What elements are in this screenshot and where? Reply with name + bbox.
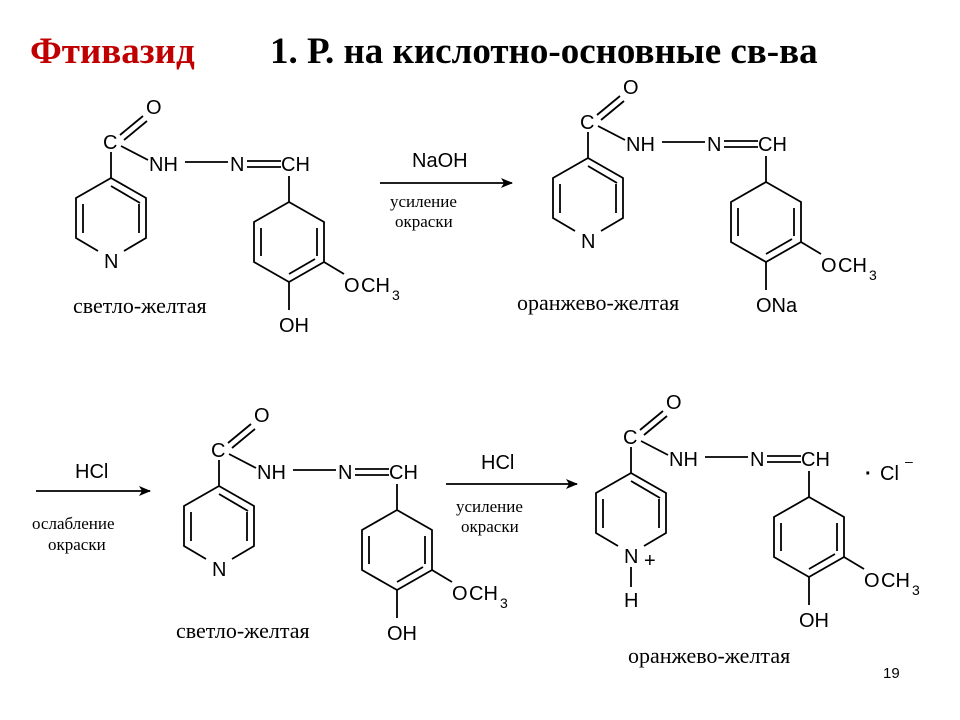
methoxy-o: O (452, 583, 468, 605)
methoxy-sub: 3 (392, 287, 400, 303)
chloride-ion: · Cl – (865, 453, 913, 485)
structure-2-caption: оранжево-желтая (517, 290, 679, 315)
carbonyl-c: C (580, 112, 594, 134)
imine-n: N (230, 154, 244, 176)
amide-nh: NH (257, 462, 286, 484)
carbonyl-c: C (211, 440, 225, 462)
methoxy-ch: CH (838, 255, 867, 277)
structure-3: N C O NH N CH O CH 3 OH светло-желтая (176, 405, 508, 645)
note-1-line2: окраски (395, 212, 453, 231)
pyridinium-h: H (624, 590, 638, 612)
structure-4: N + H C O NH N CH O CH 3 OH оранжево-жел… (595, 392, 920, 668)
reagent-3: HCl (481, 452, 514, 474)
structure-1: N C O NH N CH O CH 3 OH светло-желтая (73, 97, 400, 337)
imine-n: N (707, 134, 721, 156)
reagent-1: NaOH (412, 150, 468, 172)
carbonyl-c: C (623, 427, 637, 449)
amide-nh: NH (149, 154, 178, 176)
pyridinium-n: N (624, 546, 638, 568)
reaction-1: NaOH усиление окраски (380, 150, 513, 231)
hydroxy: OH (799, 610, 829, 632)
imine-n: N (750, 449, 764, 471)
hydroxy: OH (387, 623, 417, 645)
structure-2: N C O NH N CH O CH 3 ONa оранжево-желтая (517, 77, 877, 317)
imine-ch: CH (281, 154, 310, 176)
amide-nh: NH (669, 449, 698, 471)
structure-3-caption: светло-желтая (176, 618, 310, 643)
methoxy-o: O (344, 275, 360, 297)
methoxy-ch: CH (881, 570, 910, 592)
imine-ch: CH (801, 449, 830, 471)
imine-n: N (338, 462, 352, 484)
structure-4-caption: оранжево-желтая (628, 643, 790, 668)
page-subtitle: 1. Р. на кислотно-основные св-ва (270, 31, 818, 72)
amide-nh: NH (626, 134, 655, 156)
note-2-line2: окраски (48, 535, 106, 554)
positive-charge: + (644, 550, 656, 572)
note-2-line1: ослабление (32, 514, 115, 533)
methoxy-ch: CH (361, 275, 390, 297)
methoxy-o: O (864, 570, 880, 592)
sodium-phenolate: ONa (756, 295, 798, 317)
carbonyl-o: O (254, 405, 270, 427)
pyridine-n: N (104, 251, 118, 273)
pyridine-n: N (581, 231, 595, 253)
structure-1-caption: светло-желтая (73, 293, 207, 318)
methoxy-ch: CH (469, 583, 498, 605)
carbonyl-o: O (146, 97, 162, 119)
methoxy-sub: 3 (912, 582, 920, 598)
note-1-line1: усиление (390, 192, 457, 211)
methoxy-o: O (821, 255, 837, 277)
reagent-2: HCl (75, 461, 108, 483)
reaction-2: HCl ослабление окраски (32, 461, 151, 554)
carbonyl-c: C (103, 132, 117, 154)
page-number: 19 (883, 665, 900, 682)
salt-dot: · (865, 463, 872, 485)
note-3-line1: усиление (456, 497, 523, 516)
imine-ch: CH (389, 462, 418, 484)
reaction-3: HCl усиление окраски (446, 452, 578, 536)
chloride-charge: – (905, 453, 913, 469)
chloride: Cl (880, 463, 899, 485)
note-3-line2: окраски (461, 517, 519, 536)
hydroxy: OH (279, 315, 309, 337)
methoxy-sub: 3 (500, 595, 508, 611)
pyridine-n: N (212, 559, 226, 581)
page-title: Фтивазид (30, 31, 195, 72)
carbonyl-o: O (623, 77, 639, 99)
carbonyl-o: O (666, 392, 682, 414)
imine-ch: CH (758, 134, 787, 156)
methoxy-sub: 3 (869, 267, 877, 283)
